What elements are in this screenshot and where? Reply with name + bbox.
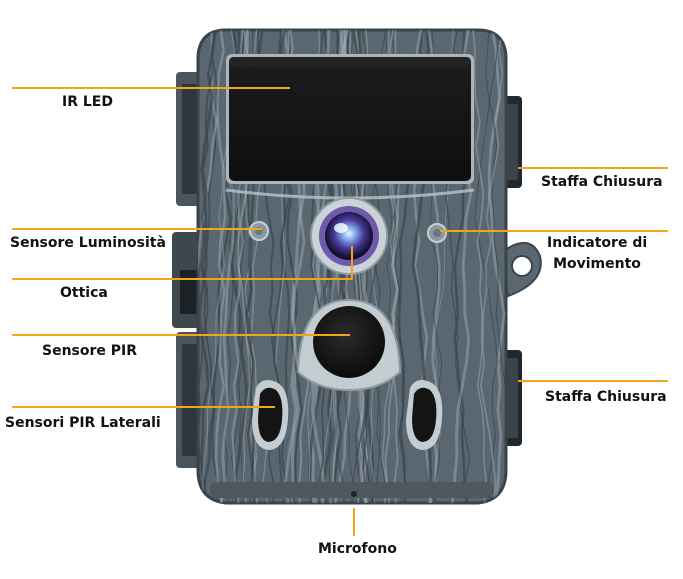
label-sensore-pir: Sensore PIR <box>42 343 138 359</box>
microphone-hole <box>351 491 357 497</box>
side-pir-right <box>412 387 437 442</box>
bark-stroke <box>485 30 506 503</box>
label-ir-led: IR LED <box>62 94 113 110</box>
bark-stroke <box>214 30 227 503</box>
label-indicatore-line2: Movimento <box>553 256 641 272</box>
label-sensori-pir-laterali: Sensori PIR Laterali <box>5 415 161 431</box>
label-ottica: Ottica <box>60 285 108 301</box>
label-sensore-luminosita: Sensore Luminosità <box>10 235 166 251</box>
label-indicatore-line1: Indicatore di <box>547 235 648 251</box>
bark-stroke <box>476 30 505 503</box>
bark-stroke <box>198 30 220 503</box>
leader-lines <box>12 87 668 536</box>
label-microfono: Microfono <box>318 541 397 557</box>
label-staffa-chiusura-bottom: Staffa Chiusura <box>545 389 667 405</box>
label-indicatore-di-movimento: Indicatore di Movimento <box>547 233 647 275</box>
bark-stroke <box>198 30 218 503</box>
bark-stroke <box>468 30 497 503</box>
bark-stroke <box>474 30 501 503</box>
ir-led-panel <box>229 57 471 181</box>
side-pir-left <box>258 387 283 442</box>
leader-ottica <box>12 246 353 280</box>
side-pir-sensors <box>252 380 443 450</box>
lens-glass <box>325 212 373 260</box>
pir-sensor <box>313 306 385 378</box>
label-staffa-chiusura-top: Staffa Chiusura <box>541 174 663 190</box>
bark-stroke <box>487 30 506 503</box>
